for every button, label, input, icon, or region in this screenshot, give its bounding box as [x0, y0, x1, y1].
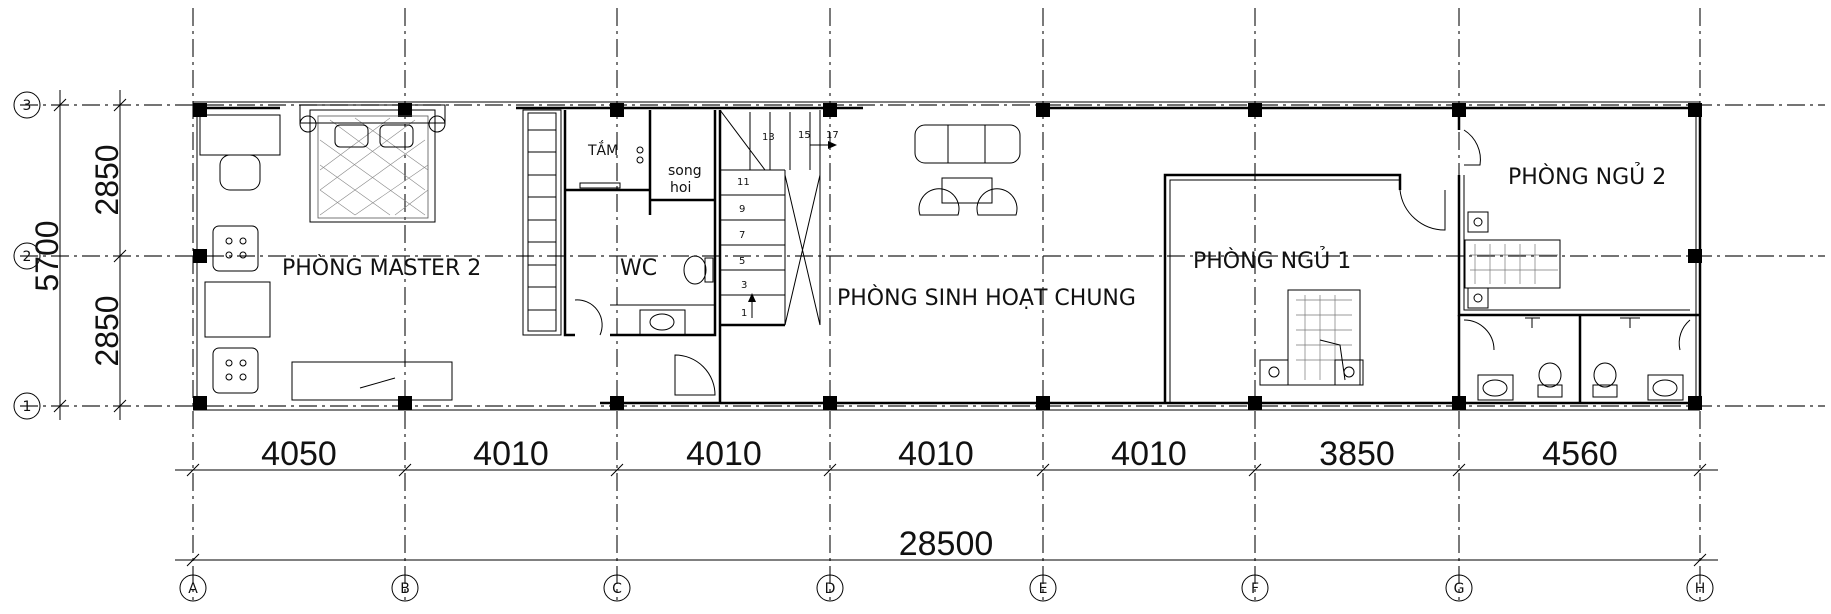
- shelving: [522, 109, 562, 336]
- living-room-furniture: [914, 124, 1021, 216]
- stair-number: 15: [798, 130, 811, 141]
- column-axis-label: G: [1454, 581, 1465, 597]
- row-axis-label: 3: [23, 98, 32, 114]
- column-axis-bubbles: A B C D E F G H: [179, 574, 1714, 602]
- column-axis-label: H: [1695, 581, 1706, 597]
- dimension-texts: 4050 4010 4010 4010 4010 3850 4560 28500…: [29, 144, 1618, 563]
- dimension-total: 28500: [899, 525, 994, 563]
- room-label-wc: WC: [620, 256, 657, 281]
- room-label-bed2: PHÒNG NGỦ 2: [1508, 162, 1666, 190]
- row-axis-bubbles: 3 2 1: [13, 91, 41, 420]
- column-axis-label: E: [1039, 581, 1048, 597]
- column-axis-label: F: [1251, 581, 1259, 597]
- stair-step-numbers: 1 3 5 7 9 11 13 15 17: [737, 130, 839, 319]
- stair-number: 9: [739, 204, 745, 215]
- column-axis-label: A: [188, 581, 198, 597]
- column-axis-label: D: [825, 581, 836, 597]
- structural-columns: [193, 103, 1702, 410]
- column-axis-label: B: [400, 581, 410, 597]
- stair-number: 17: [826, 130, 839, 141]
- stair-number: 11: [737, 177, 750, 188]
- bedroom1-furniture: [1259, 189, 1446, 386]
- right-bathroom-fixtures: [1463, 317, 1691, 401]
- stair-number: 5: [739, 256, 745, 267]
- row-axis-label: 2: [23, 249, 32, 265]
- dimension-bay-6: 3850: [1319, 435, 1395, 473]
- outer-walls: [193, 101, 1702, 411]
- dimension-vertical-total: 5700: [29, 220, 65, 291]
- room-label-master: PHÒNG MASTER 2: [282, 255, 481, 281]
- room-labels: PHÒNG MASTER 2 WC TẮM song hoi PHÒNG SIN…: [282, 140, 1666, 311]
- interior-walls: [563, 108, 1700, 403]
- stair-number: 7: [739, 230, 745, 241]
- dimension-bay-1: 4050: [261, 435, 337, 473]
- room-label-living: PHÒNG SINH HOẠT CHUNG: [837, 285, 1136, 311]
- room-label-bed1: PHÒNG NGỦ 1: [1193, 246, 1351, 274]
- dimension-bay-5: 4010: [1111, 435, 1187, 473]
- row-axis-label: 1: [23, 399, 32, 415]
- room-label-shower-line1: song: [668, 163, 702, 179]
- stair-number: 13: [762, 132, 775, 143]
- dimension-bay-3: 4010: [686, 435, 762, 473]
- dimension-vertical-bottom: 2850: [89, 295, 125, 366]
- stair-number: 3: [741, 280, 747, 291]
- room-label-tam: TẮM: [587, 140, 618, 159]
- dimension-bay-4: 4010: [898, 435, 974, 473]
- dimension-vertical-top: 2850: [89, 144, 125, 215]
- dimension-bay-7: 4560: [1542, 435, 1618, 473]
- master-bedroom-furniture: [199, 104, 453, 401]
- dimension-lines: [53, 90, 1718, 567]
- room-label-shower-line2: hoi: [670, 180, 691, 196]
- stairs: [719, 109, 837, 326]
- column-axis-label: C: [612, 581, 622, 597]
- dimension-bay-2: 4010: [473, 435, 549, 473]
- wc-fixtures: [574, 146, 716, 396]
- stair-number: 1: [741, 308, 747, 319]
- row-axis-lines: [20, 104, 1825, 407]
- bedroom2-furniture: [1463, 129, 1561, 309]
